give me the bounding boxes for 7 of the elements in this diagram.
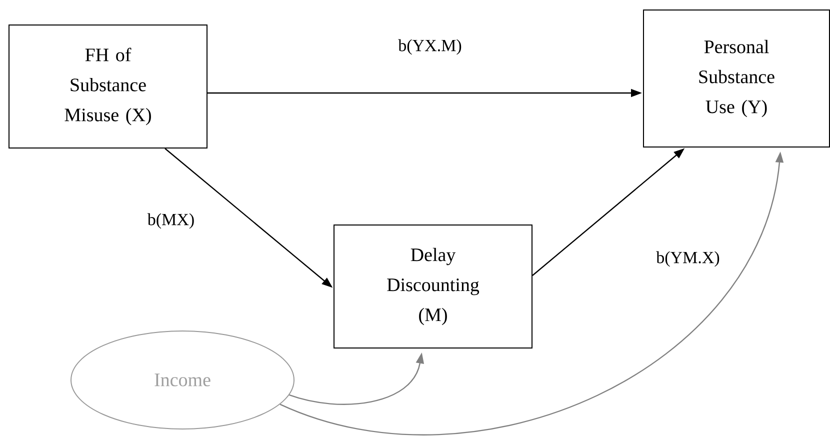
edge-label: b(YX.M) (397, 38, 463, 56)
oval-node: Income (70, 330, 294, 430)
edge-label: b(YM.X) (655, 250, 721, 268)
variable-box: Delay Discounting (M) (334, 224, 532, 348)
variable-box: FH of Substance Misuse (X) (8, 24, 208, 148)
edge-label: b(MX) (146, 212, 196, 230)
variable-box: Personal Substance Use (Y) (643, 10, 830, 148)
